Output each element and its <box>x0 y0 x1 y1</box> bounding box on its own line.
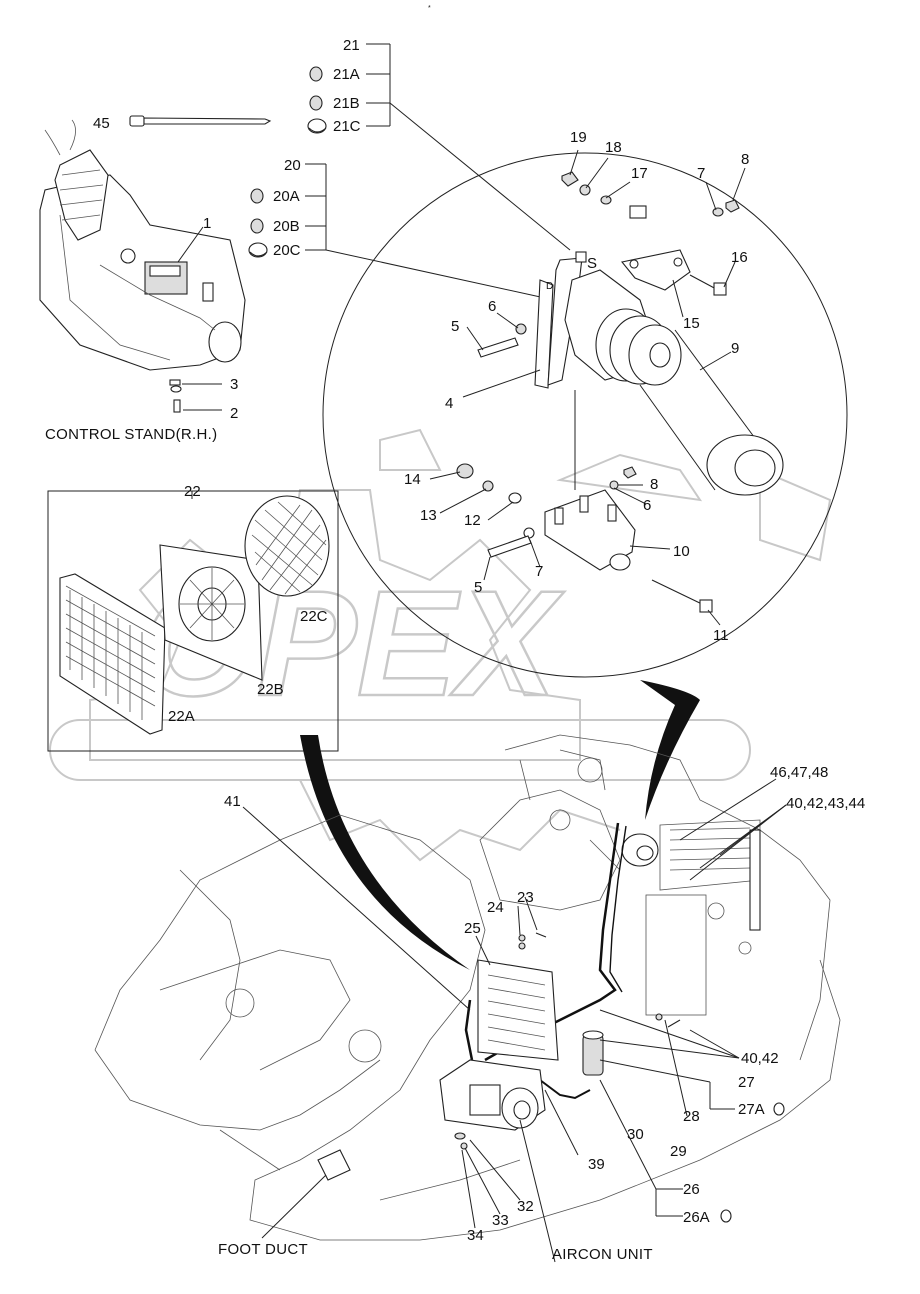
callout-21b: 21B <box>333 95 360 112</box>
o-ring-icons <box>248 66 327 258</box>
compressor-drawing <box>456 171 784 613</box>
callout-34: 34 <box>467 1227 484 1244</box>
callout-26: 26 <box>683 1181 700 1198</box>
lower-leaders <box>242 778 787 1263</box>
callout-9: 9 <box>731 340 739 357</box>
callout-s: S <box>587 255 597 272</box>
callout-4: 4 <box>445 395 453 412</box>
control-stand-drawing <box>39 119 246 413</box>
callout-8-mid: 8 <box>650 476 658 493</box>
callout-7-mid: 7 <box>535 563 543 580</box>
caption-foot-duct: FOOT DUCT <box>218 1241 308 1258</box>
callout-labels: 21 21A 21B 21C 45 20 20A 20B 20C 1 3 2 1… <box>93 37 865 1244</box>
detail-circle-compressor <box>322 152 848 678</box>
callout-21a: 21A <box>333 66 360 83</box>
cable-tie-part <box>129 115 272 127</box>
callout-40-42: 40,42 <box>741 1050 779 1067</box>
callout-46-47-48: 46,47,48 <box>770 764 828 781</box>
callout-14: 14 <box>404 471 421 488</box>
condenser-inset-box <box>47 490 339 752</box>
callout-2: 2 <box>230 405 238 422</box>
callout-45: 45 <box>93 115 110 132</box>
callout-24: 24 <box>487 899 504 916</box>
callout-18: 18 <box>605 139 622 156</box>
detail-arrow-right <box>640 680 700 820</box>
callout-6-mid: 6 <box>643 497 651 514</box>
callout-5-mid: 5 <box>474 579 482 596</box>
callout-d: D <box>546 281 553 292</box>
machine-frame-drawing <box>94 734 841 1241</box>
callout-32: 32 <box>517 1198 534 1215</box>
caption-control-stand: CONTROL STAND(R.H.) <box>45 426 217 443</box>
callout-17: 17 <box>631 165 648 182</box>
callout-27a: 27A <box>738 1101 765 1118</box>
callout-25: 25 <box>464 920 481 937</box>
control-stand-leaders <box>177 226 222 411</box>
callout-30: 30 <box>627 1126 644 1143</box>
aircon-unit-drawing <box>317 932 785 1223</box>
callout-19: 19 <box>570 129 587 146</box>
callout-20: 20 <box>284 157 301 174</box>
callout-1: 1 <box>203 215 211 232</box>
callout-12: 12 <box>464 512 481 529</box>
callout-7-top: 7 <box>697 165 705 182</box>
callout-22c: 22C <box>300 608 328 625</box>
callout-29: 29 <box>670 1143 687 1160</box>
callout-33: 33 <box>492 1212 509 1229</box>
callout-20b: 20B <box>273 218 300 235</box>
callout-22b: 22B <box>257 681 284 698</box>
compressor-leaders <box>429 149 746 626</box>
callout-20a: 20A <box>273 188 300 205</box>
callout-21: 21 <box>343 37 360 54</box>
callout-22: 22 <box>184 483 201 500</box>
callout-41: 41 <box>224 793 241 810</box>
callout-16: 16 <box>731 249 748 266</box>
callout-5-top: 5 <box>451 318 459 335</box>
detail-arrow-left <box>300 735 470 970</box>
callout-3: 3 <box>230 376 238 393</box>
callout-26a: 26A <box>683 1209 710 1226</box>
callout-15: 15 <box>683 315 700 332</box>
callout-20c: 20C <box>273 242 301 259</box>
callout-6-top: 6 <box>488 298 496 315</box>
condenser-drawing <box>59 495 330 735</box>
callout-13: 13 <box>420 507 437 524</box>
callout-40-42-43-44: 40,42,43,44 <box>786 795 865 812</box>
callout-27: 27 <box>738 1074 755 1091</box>
leader-bracket-20 <box>305 163 546 299</box>
callout-8-top: 8 <box>741 151 749 168</box>
callout-39: 39 <box>588 1156 605 1173</box>
callout-11: 11 <box>713 627 729 644</box>
callout-21c: 21C <box>333 118 361 135</box>
callout-23: 23 <box>517 889 534 906</box>
corner-mark: * <box>428 5 431 12</box>
callout-22a: 22A <box>168 708 195 725</box>
caption-aircon-unit: AIRCON UNIT <box>552 1246 653 1263</box>
callout-10: 10 <box>673 543 690 560</box>
leader-bracket-21 <box>366 43 571 251</box>
callout-28: 28 <box>683 1108 700 1125</box>
